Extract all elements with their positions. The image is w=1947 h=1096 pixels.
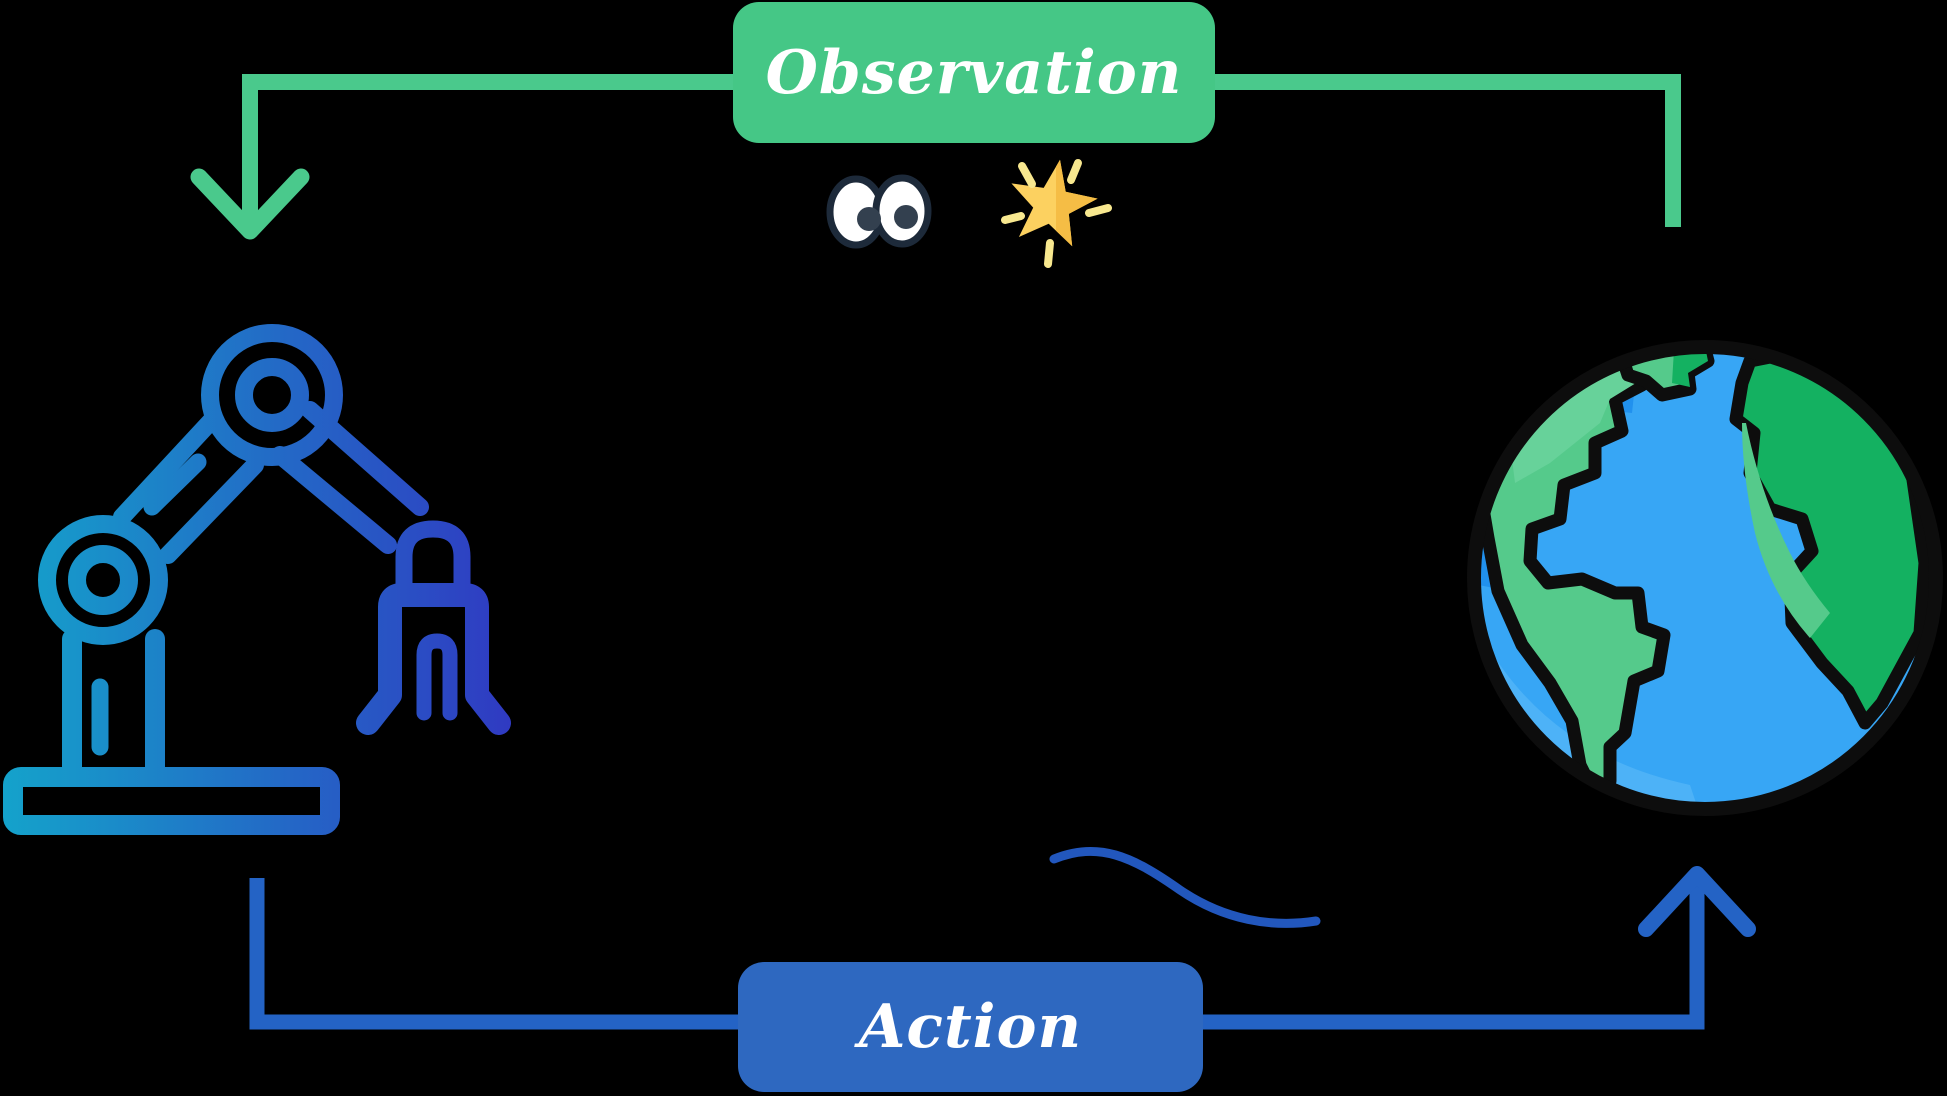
action-label: Action <box>858 992 1083 1062</box>
observation-label-box: Observation <box>733 2 1215 143</box>
glowing-star-icon <box>1001 159 1112 268</box>
swoosh-stroke <box>1049 846 1321 928</box>
earth-icon <box>1467 340 1943 816</box>
action-label-box: Action <box>738 962 1203 1092</box>
observation-label: Observation <box>765 37 1183 108</box>
robot-arm-icon <box>3 324 511 835</box>
eyes-icon <box>826 174 932 249</box>
